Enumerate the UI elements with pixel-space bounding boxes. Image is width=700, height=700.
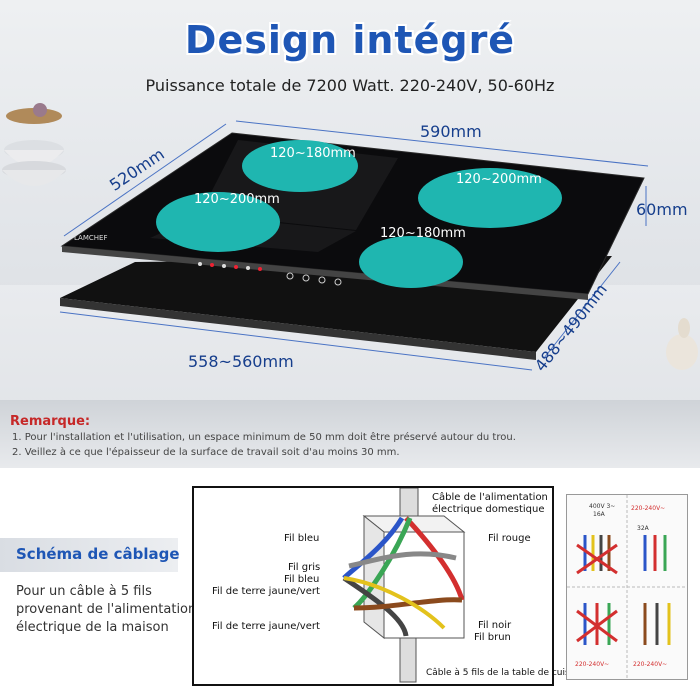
mini-d: 220-240V~ [575, 661, 610, 668]
schema-tag: Schéma de câblage [0, 538, 180, 572]
wiring-drawing [342, 488, 466, 683]
label-fil-rouge: Fil rouge [488, 533, 531, 544]
cooktop-drawing [59, 120, 649, 371]
control-panel [198, 262, 342, 286]
zone-1-label: 120~180mm [270, 146, 356, 161]
label-fil-bleu-2: Fil bleu [284, 574, 320, 585]
garlic-decoration [666, 318, 698, 370]
bowls-decoration [2, 103, 66, 186]
page-title: Design intégré [184, 18, 516, 62]
label-fil-terre-2: Fil de terre jaune/vert [212, 621, 320, 632]
mini-e: 220-240V~ [633, 661, 668, 668]
zone-4 [359, 236, 463, 288]
label-fil-gris: Fil gris [288, 562, 321, 573]
zone-4-label: 120~180mm [380, 226, 466, 241]
mini-b: 220-240V~ [631, 505, 666, 512]
label-supply-cable-1: Câble de l'alimentation [432, 492, 548, 503]
wiring-diagram [192, 486, 554, 686]
dim-width-top: 590mm [420, 122, 482, 141]
schema-description: Pour un câble à 5 fils provenant de l'al… [16, 584, 197, 635]
mini-wiring-diagram: 400V 3~ 16A 220-240V~ 32A 220-240V~ 220-… [566, 494, 688, 680]
dim-height: 60mm [636, 200, 688, 219]
label-fil-bleu-1: Fil bleu [284, 533, 320, 544]
zone-1 [242, 140, 358, 192]
remarque-title: Remarque: [10, 414, 91, 429]
remarque-note-2: 2. Veillez à ce que l'épaisseur de la su… [12, 447, 400, 458]
mini-c: 32A [637, 525, 649, 532]
label-fil-terre-1: Fil de terre jaune/vert [212, 586, 320, 597]
schema-tag-label: Schéma de câblage [16, 545, 180, 563]
mini-a-2: 16A [593, 511, 605, 518]
label-cable-5: Câble à 5 fils de la table de cuisson [426, 668, 586, 678]
zone-2 [156, 192, 280, 252]
zone-2-label: 120~200mm [194, 192, 280, 207]
product-photo: Design intégré Puissance totale de 7200 … [0, 0, 700, 468]
remarque-note-1: 1. Pour l'installation et l'utilisation,… [12, 432, 516, 443]
mini-wiring-drawing [567, 495, 687, 679]
label-fil-noir: Fil noir [478, 620, 512, 631]
dim-cutout-width: 558~560mm [188, 352, 294, 371]
countertop-edge [0, 400, 700, 468]
label-fil-brun: Fil brun [474, 632, 511, 643]
label-supply-cable-2: électrique domestique [432, 504, 545, 515]
brand-logo: LAMCHEF [74, 234, 108, 242]
mini-a-1: 400V 3~ [589, 503, 616, 510]
power-spec: Puissance totale de 7200 Watt. 220-240V,… [145, 76, 555, 95]
zone-3-label: 120~200mm [456, 172, 542, 187]
zone-3 [418, 168, 562, 228]
